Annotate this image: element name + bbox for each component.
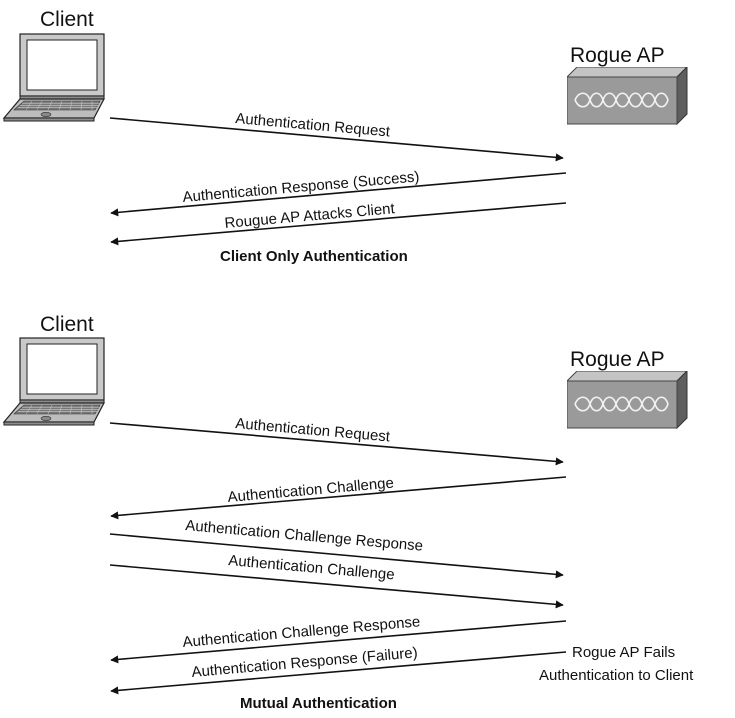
top-arrow-auth-request: [109, 117, 564, 162]
bottom-ap-label: Rogue AP: [570, 348, 665, 371]
bottom-laptop-icon: [3, 337, 105, 426]
bottom-scenario: Client Rogue AP Authentication Request A…: [3, 313, 694, 712]
bottom-arrow-challenge-1: [110, 476, 567, 520]
bottom-note-line-1: Rogue AP Fails: [572, 644, 675, 661]
top-laptop-icon: [3, 33, 105, 122]
bottom-arrow-challenge-response-1: [109, 533, 564, 579]
bottom-msg-challenge-response-2: Authentication Challenge Response: [182, 613, 421, 651]
top-msg-attack: Rougue AP Attacks Client: [224, 200, 396, 232]
bottom-arrow-challenge-2: [109, 564, 564, 609]
top-caption: Client Only Authentication: [220, 248, 408, 265]
top-arrow-attack: [110, 202, 567, 246]
top-client-label: Client: [40, 8, 94, 31]
top-scenario: Client Rogue AP Authentication Request A…: [3, 8, 688, 265]
bottom-msg-challenge-response-1: Authentication Challenge Response: [185, 517, 424, 555]
bottom-msg-challenge-1: Authentication Challenge: [227, 475, 395, 506]
top-access-point-icon: [567, 67, 688, 125]
bottom-arrow-auth-request: [109, 422, 564, 466]
top-arrow-auth-response: [110, 172, 567, 217]
bottom-caption: Mutual Authentication: [240, 695, 397, 712]
bottom-arrow-challenge-response-2: [110, 620, 567, 664]
bottom-note-line-2: Authentication to Client: [539, 667, 694, 684]
bottom-access-point-icon: [567, 371, 688, 429]
bottom-arrow-auth-failure: [110, 651, 567, 695]
top-ap-label: Rogue AP: [570, 44, 665, 67]
bottom-client-label: Client: [40, 313, 94, 336]
